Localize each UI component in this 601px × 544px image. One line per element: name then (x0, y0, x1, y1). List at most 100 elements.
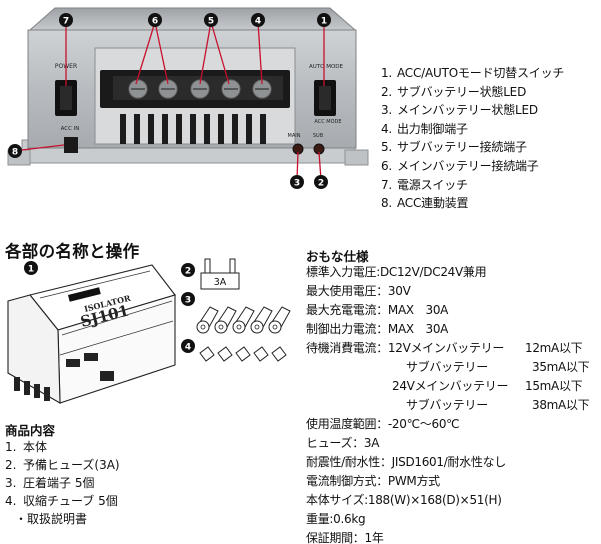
spec-row: 電流制御方式：PWM方式 (306, 472, 598, 491)
parts-list-item: 8. ACC連動装置 (381, 194, 596, 213)
contents-item: 4. 収縮チューブ 5個 (5, 492, 120, 510)
spec-label: 本体サイズ: (306, 493, 368, 507)
contents-item-number: 2. (5, 458, 17, 472)
callout-4: 4 (255, 17, 261, 27)
marker-2: 2 (185, 267, 191, 277)
spec-row: 本体サイズ:188(W)×168(D)×51(H) (306, 491, 598, 510)
parts-list-item: 2. サブバッテリー状態LED (381, 83, 596, 102)
spec-row: 標準入力電圧:DC12V/DC24V兼用 (306, 263, 598, 282)
spec-row: 24Vメインバッテリー 15mA以下 (306, 377, 598, 396)
parts-item-number: 7. (381, 177, 393, 192)
spec-value: DC12V/DC24V兼用 (379, 265, 487, 279)
spec-amount: 35mA以下 (532, 360, 590, 374)
contents-item: 2. 予備ヒューズ(3A) (5, 456, 120, 474)
parts-list-item: 6. メインバッテリー接続端子 (381, 157, 596, 176)
spec-value: MAX 30A (387, 303, 449, 317)
marker-3: 3 (185, 296, 191, 306)
parts-item-number: 5. (381, 140, 393, 155)
spec-row: 重量:0.6kg (306, 510, 598, 529)
parts-item-number: 3. (381, 103, 393, 118)
sub-led-label: SUB (313, 133, 324, 139)
marker-1: 1 (28, 265, 34, 275)
spec-amount: 12mA以下 (525, 341, 583, 355)
callout-2: 2 (318, 179, 324, 189)
spec-value: JISD1601/耐水性なし (391, 455, 507, 469)
spec-value: MAX 30A (387, 322, 449, 336)
spec-value: -20℃～60℃ (387, 417, 460, 431)
parts-list: 1. ACC/AUTOモード切替スイッチ 2. サブバッテリー状態LED 3. メイン… (381, 64, 596, 213)
parts-list-item: 5. サブバッテリー接続端子 (381, 138, 596, 157)
section-title: 各部の名称と操作 (5, 242, 140, 261)
parts-item-number: 6. (381, 158, 393, 173)
spec-row: 耐震性/耐水性：JISD1601/耐水性なし (306, 453, 598, 472)
main-led-label: MAIN (288, 133, 301, 139)
parts-item-label: 電源スイッチ (397, 177, 468, 192)
callout-1: 1 (321, 17, 327, 27)
parts-item-number: 2. (381, 84, 393, 99)
parts-list-item: 4.出力制御端子 (381, 120, 596, 139)
parts-item-label: メインバッテリー接続端子 (397, 158, 539, 173)
spec-value: PWM方式 (387, 474, 440, 488)
spec-row: 使用温度範囲：-20℃～60℃ (306, 415, 598, 434)
spec-value: サブバッテリー (406, 398, 488, 412)
spec-label: 耐震性/耐水性： (306, 455, 392, 469)
callout-3: 3 (294, 179, 300, 189)
contents-item-label: 収縮チューブ 5個 (23, 494, 118, 508)
specs-table: 標準入力電圧:DC12V/DC24V兼用 最大使用電圧：30V 最大充電電流：M… (306, 263, 598, 544)
spec-value: 1年 (364, 531, 384, 544)
parts-item-number: 1. (381, 66, 393, 80)
auto-mode-label: AUTO MODE (309, 64, 344, 70)
contents-item-label: 予備ヒューズ(3A) (23, 458, 120, 472)
parts-item-label: ACC連動装置 (397, 196, 469, 211)
spec-value: 188(W)×168(D)×51(H) (367, 493, 502, 507)
contents-item: 1.本体 (5, 438, 120, 456)
device-front-photo: POWER ACC IN AUTO MODE ACC MODE MAIN SUB… (0, 0, 370, 195)
parts-item-label: 出力制御端子 (397, 121, 468, 136)
contents-title: 商品内容 (5, 423, 56, 438)
spec-row: サブバッテリー 38mA以下 (306, 396, 598, 415)
parts-item-label: サブバッテリー接続端子 (397, 140, 527, 155)
specs-title: おもな仕様 (306, 249, 369, 264)
callout-7: 7 (63, 17, 69, 27)
spec-row: 最大充電電流：MAX 30A (306, 301, 598, 320)
parts-list-item: 7. 電源スイッチ (381, 176, 596, 195)
callout-8: 8 (12, 148, 18, 158)
spec-label: 使用温度範囲： (306, 417, 388, 431)
parts-list-item: 1. ACC/AUTOモード切替スイッチ (381, 64, 596, 83)
spec-row: 制御出力電流：MAX 30A (306, 320, 598, 339)
acc-in-label: ACC IN (61, 126, 80, 132)
spec-label: 最大使用電圧： (306, 284, 388, 298)
spec-value: 30V (387, 284, 411, 298)
parts-item-label: メインバッテリー状態LED (397, 103, 538, 118)
callout-5: 5 (208, 17, 214, 27)
parts-item-number: 8. (381, 196, 393, 211)
spec-value: 12Vメインバッテリー (387, 341, 505, 355)
contents-item-number: 3. (5, 476, 17, 490)
spec-label: 保証期間： (306, 531, 365, 544)
callout-6: 6 (152, 17, 158, 27)
contents-item-label: 圧着端子 5個 (23, 476, 95, 490)
spec-label: 標準入力電圧: (306, 265, 380, 279)
spec-row: ヒューズ：3A (306, 434, 598, 453)
spec-label: 制御出力電流： (306, 322, 388, 336)
contents-note: ・取扱説明書 (15, 512, 88, 526)
spec-value: 24Vメインバッテリー (392, 379, 509, 393)
fuse-rating-label: 3A (214, 277, 227, 288)
spec-amount: 15mA以下 (525, 379, 583, 393)
contents-list: 1.本体 2.予備ヒューズ(3A) 3.圧着端子 5個 4.収縮チューブ 5個 … (5, 438, 120, 528)
spec-label: 最大充電電流： (306, 303, 388, 317)
spec-row: 最大使用電圧：30V (306, 282, 598, 301)
contents-item-number: 1. (5, 440, 17, 454)
contents-item: 3. 圧着端子 5個 (5, 474, 120, 492)
spec-value: 0.6kg (333, 512, 366, 526)
spec-label: ヒューズ： (306, 436, 364, 450)
parts-item-label: ACC/AUTOモード切替スイッチ (397, 66, 565, 80)
parts-item-label: サブバッテリー状態LED (397, 84, 527, 99)
spec-row: 保証期間：1年 (306, 529, 598, 544)
package-contents-illustration: 1 ISOLATOR SJ101 2 3A 3 4 (7, 258, 291, 404)
marker-4: 4 (185, 343, 191, 353)
spec-amount: 38mA以下 (532, 398, 590, 412)
contents-item-number: 4. (5, 494, 17, 508)
